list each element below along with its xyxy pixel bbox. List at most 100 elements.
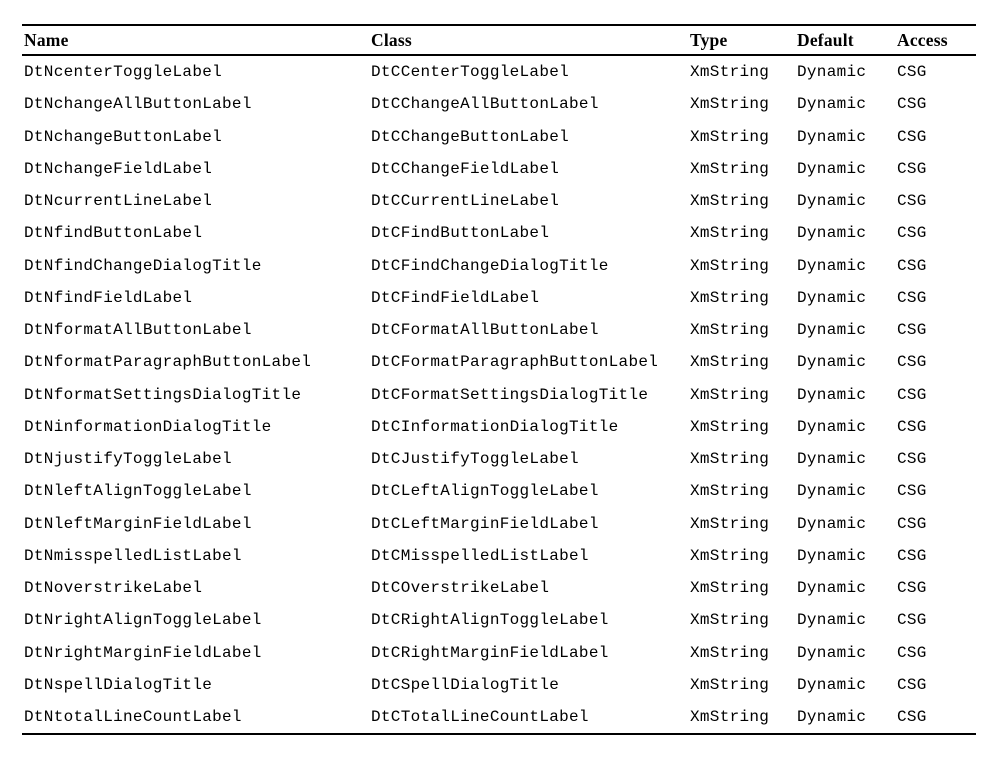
cell-type: XmString: [690, 546, 770, 565]
cell-class: DtCFindFieldLabel: [371, 288, 540, 307]
cell-type: XmString: [690, 579, 770, 598]
table-row: DtNrightMarginFieldLabel DtCRightMarginFi…: [22, 637, 976, 669]
cell-class: DtCTotalLineCountLabel: [371, 708, 589, 727]
cell-type: XmString: [690, 643, 770, 662]
cell-name: DtNmisspelledListLabel: [24, 546, 242, 565]
table-body: DtNcenterToggleLabel DtCCenterToggleLabel…: [22, 56, 976, 733]
cell-name: DtNformatAllButtonLabel: [24, 321, 252, 340]
cell-name: DtNoverstrikeLabel: [24, 579, 203, 598]
cell-access: CSG: [897, 192, 927, 211]
cell-name: DtNchangeFieldLabel: [24, 159, 213, 178]
cell-class: DtCOverstrikeLabel: [371, 579, 550, 598]
cell-default: Dynamic: [797, 417, 867, 436]
cell-class: DtCLeftAlignToggleLabel: [371, 482, 599, 501]
cell-name: DtNfindButtonLabel: [24, 224, 203, 243]
cell-access: CSG: [897, 385, 927, 404]
cell-default: Dynamic: [797, 224, 867, 243]
table-header-row: Name Class Type Default Access: [22, 26, 976, 54]
column-header-default: Default: [797, 29, 854, 50]
cell-default: Dynamic: [797, 95, 867, 114]
cell-class: DtCChangeFieldLabel: [371, 159, 560, 178]
cell-access: CSG: [897, 708, 927, 727]
cell-name: DtNchangeButtonLabel: [24, 127, 223, 146]
cell-type: XmString: [690, 611, 770, 630]
cell-class: DtCChangeButtonLabel: [371, 127, 570, 146]
cell-name: DtNrightAlignToggleLabel: [24, 611, 262, 630]
cell-access: CSG: [897, 256, 927, 275]
cell-default: Dynamic: [797, 450, 867, 469]
cell-default: Dynamic: [797, 321, 867, 340]
resource-table: Name Class Type Default Access DtNcenter…: [22, 24, 976, 736]
cell-class: DtCRightMarginFieldLabel: [371, 643, 609, 662]
cell-access: CSG: [897, 127, 927, 146]
table-top-rule: [22, 24, 976, 26]
cell-type: XmString: [690, 675, 770, 694]
cell-access: CSG: [897, 224, 927, 243]
table-bottom-rule: [22, 733, 976, 736]
cell-default: Dynamic: [797, 288, 867, 307]
cell-name: DtNspellDialogTitle: [24, 675, 213, 694]
cell-default: Dynamic: [797, 579, 867, 598]
cell-default: Dynamic: [797, 159, 867, 178]
cell-type: XmString: [690, 95, 770, 114]
cell-name: DtNfindChangeDialogTitle: [24, 256, 262, 275]
cell-default: Dynamic: [797, 192, 867, 211]
cell-default: Dynamic: [797, 708, 867, 727]
cell-default: Dynamic: [797, 643, 867, 662]
table-header-rule: [22, 54, 976, 56]
cell-type: XmString: [690, 514, 770, 533]
cell-default: Dynamic: [797, 385, 867, 404]
cell-name: DtNcenterToggleLabel: [24, 63, 223, 82]
cell-type: XmString: [690, 256, 770, 275]
cell-name: DtNrightMarginFieldLabel: [24, 643, 262, 662]
cell-type: XmString: [690, 288, 770, 307]
cell-name: DtNchangeAllButtonLabel: [24, 95, 252, 114]
cell-type: XmString: [690, 450, 770, 469]
table-row: DtNcenterToggleLabel DtCCenterToggleLabel…: [22, 56, 976, 88]
cell-class: DtCFindChangeDialogTitle: [371, 256, 609, 275]
cell-access: CSG: [897, 546, 927, 565]
cell-default: Dynamic: [797, 63, 867, 82]
cell-access: CSG: [897, 417, 927, 436]
cell-name: DtNleftAlignToggleLabel: [24, 482, 252, 501]
cell-type: XmString: [690, 127, 770, 146]
cell-access: CSG: [897, 63, 927, 82]
cell-class: DtCCenterToggleLabel: [371, 63, 570, 82]
table-row: DtNleftAlignToggleLabel DtCLeftAlignToggl…: [22, 475, 976, 507]
cell-default: Dynamic: [797, 611, 867, 630]
cell-class: DtCJustifyToggleLabel: [371, 450, 579, 469]
cell-type: XmString: [690, 482, 770, 501]
cell-access: CSG: [897, 159, 927, 178]
cell-default: Dynamic: [797, 256, 867, 275]
cell-name: DtNformatSettingsDialogTitle: [24, 385, 302, 404]
cell-name: DtNinformationDialogTitle: [24, 417, 272, 436]
table-row: DtNchangeFieldLabel DtCChangeFieldLabel Xm…: [22, 153, 976, 185]
cell-type: XmString: [690, 708, 770, 727]
table-row: DtNfindChangeDialogTitle DtCFindChangeDia…: [22, 250, 976, 282]
cell-access: CSG: [897, 611, 927, 630]
column-header-type: Type: [690, 29, 728, 50]
cell-name: DtNtotalLineCountLabel: [24, 708, 242, 727]
table-row: DtNchangeButtonLabel DtCChangeButtonLabel…: [22, 121, 976, 153]
column-header-access: Access: [897, 29, 948, 50]
cell-default: Dynamic: [797, 546, 867, 565]
cell-type: XmString: [690, 159, 770, 178]
cell-name: DtNjustifyToggleLabel: [24, 450, 232, 469]
cell-type: XmString: [690, 385, 770, 404]
cell-default: Dynamic: [797, 482, 867, 501]
cell-access: CSG: [897, 353, 927, 372]
column-header-class: Class: [371, 29, 412, 50]
table-row: DtNoverstrikeLabel DtCOverstrikeLabel XmSt…: [22, 572, 976, 604]
